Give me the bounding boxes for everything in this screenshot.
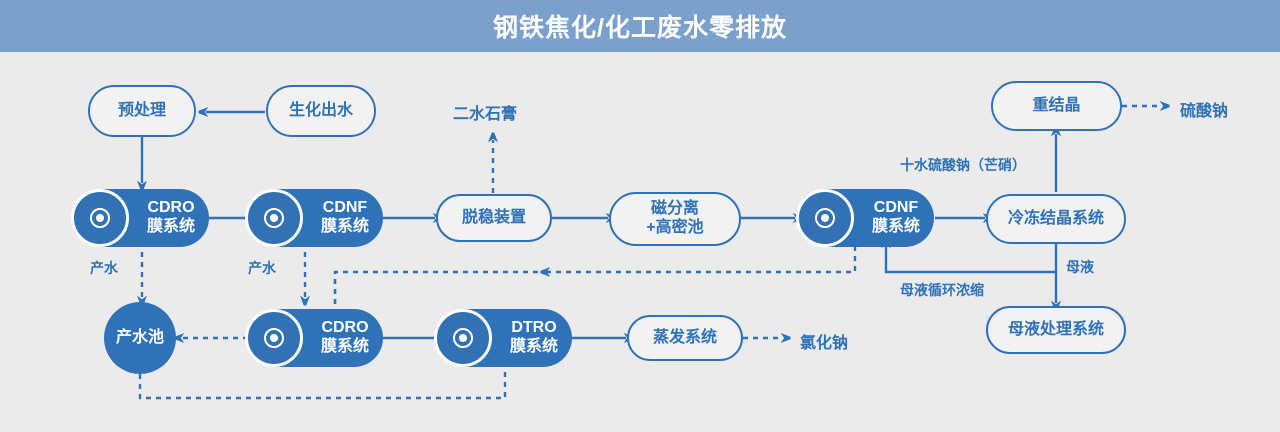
- membrane-disc-icon: [245, 189, 303, 247]
- disc-ring-inner: [821, 214, 829, 222]
- node-cdnf-1-label: CDNF 膜系统: [320, 199, 369, 235]
- disc-ring-inner: [96, 214, 104, 222]
- node-dtro[interactable]: DTRO 膜系统: [434, 309, 572, 367]
- membrane-disc-icon: [71, 189, 129, 247]
- node-recrystallize[interactable]: 重结晶: [991, 81, 1122, 131]
- node-pretreatment-label: 预处理: [117, 101, 166, 119]
- node-cdro-1-label: CDRO 膜系统: [146, 199, 195, 235]
- node-magnetic-separation[interactable]: 磁分离 +高密池: [609, 192, 741, 246]
- node-destabilizer[interactable]: 脱稳装置: [436, 194, 552, 242]
- terminal-gypsum: 二水石膏: [453, 106, 518, 123]
- node-pretreatment[interactable]: 预处理: [88, 85, 196, 137]
- node-magnetic-separation-label: 磁分离 +高密池: [646, 200, 704, 236]
- disc-ring-inner: [270, 334, 278, 342]
- disc-ring-outer: [815, 208, 835, 228]
- edge-label-mother-liquor-recycle: 母液循环浓缩: [900, 282, 984, 298]
- membrane-disc-icon: [796, 189, 854, 247]
- edge-mother-liquor-recycle: [886, 246, 1056, 274]
- node-destabilizer-label: 脱稳装置: [461, 208, 526, 226]
- node-bio-effluent-label: 生化出水: [288, 101, 353, 119]
- node-cdro-2-label: CDRO 膜系统: [320, 319, 369, 355]
- node-bio-effluent[interactable]: 生化出水: [266, 85, 376, 137]
- edge-label-glauber-salt: 十水硫酸钠（芒硝）: [900, 157, 1026, 173]
- page-title: 钢铁焦化/化工废水零排放: [493, 14, 787, 42]
- terminal-sodium-chloride: 氯化钠: [800, 335, 849, 352]
- node-cdro-1[interactable]: CDRO 膜系统: [71, 189, 209, 247]
- edge-label-mother-liquor: 母液: [1066, 259, 1094, 275]
- page-header: 钢铁焦化/化工废水零排放: [0, 0, 1280, 52]
- node-product-water-pool-label: 产水池: [115, 328, 164, 346]
- node-freeze-crystallization-label: 冷冻结晶系统: [1007, 209, 1104, 227]
- edge-label-produced-water-1: 产水: [90, 260, 118, 276]
- disc-ring-inner: [459, 334, 467, 342]
- edge-recycle-dotted-tail: [333, 270, 548, 304]
- node-mother-liquor-system-label: 母液处理系统: [1007, 320, 1104, 338]
- node-cdnf-1[interactable]: CDNF 膜系统: [245, 189, 383, 247]
- terminal-sodium-sulfate: 硫酸钠: [1180, 103, 1229, 120]
- disc-ring-inner: [270, 214, 278, 222]
- edge-dtro-to-pool-dotted: [140, 372, 507, 400]
- node-cdnf-2-label: CDNF 膜系统: [871, 199, 920, 235]
- node-mother-liquor-system[interactable]: 母液处理系统: [986, 306, 1126, 354]
- node-evaporation-label: 蒸发系统: [652, 328, 717, 346]
- disc-ring-outer: [264, 208, 284, 228]
- node-cdro-2[interactable]: CDRO 膜系统: [245, 309, 383, 367]
- node-recrystallize-label: 重结晶: [1032, 96, 1081, 114]
- membrane-disc-icon: [434, 309, 492, 367]
- node-freeze-crystallization[interactable]: 冷冻结晶系统: [986, 194, 1126, 244]
- node-evaporation[interactable]: 蒸发系统: [627, 315, 743, 361]
- disc-ring-outer: [264, 328, 284, 348]
- node-product-water-pool[interactable]: 产水池: [104, 302, 176, 374]
- node-cdnf-2[interactable]: CDNF 膜系统: [796, 189, 934, 247]
- edge-cdnf2-recycle-dotted: [548, 246, 857, 272]
- membrane-disc-icon: [245, 309, 303, 367]
- disc-ring-outer: [453, 328, 473, 348]
- node-dtro-label: DTRO 膜系统: [509, 319, 558, 355]
- disc-ring-outer: [90, 208, 110, 228]
- edge-label-produced-water-2: 产水: [248, 260, 276, 276]
